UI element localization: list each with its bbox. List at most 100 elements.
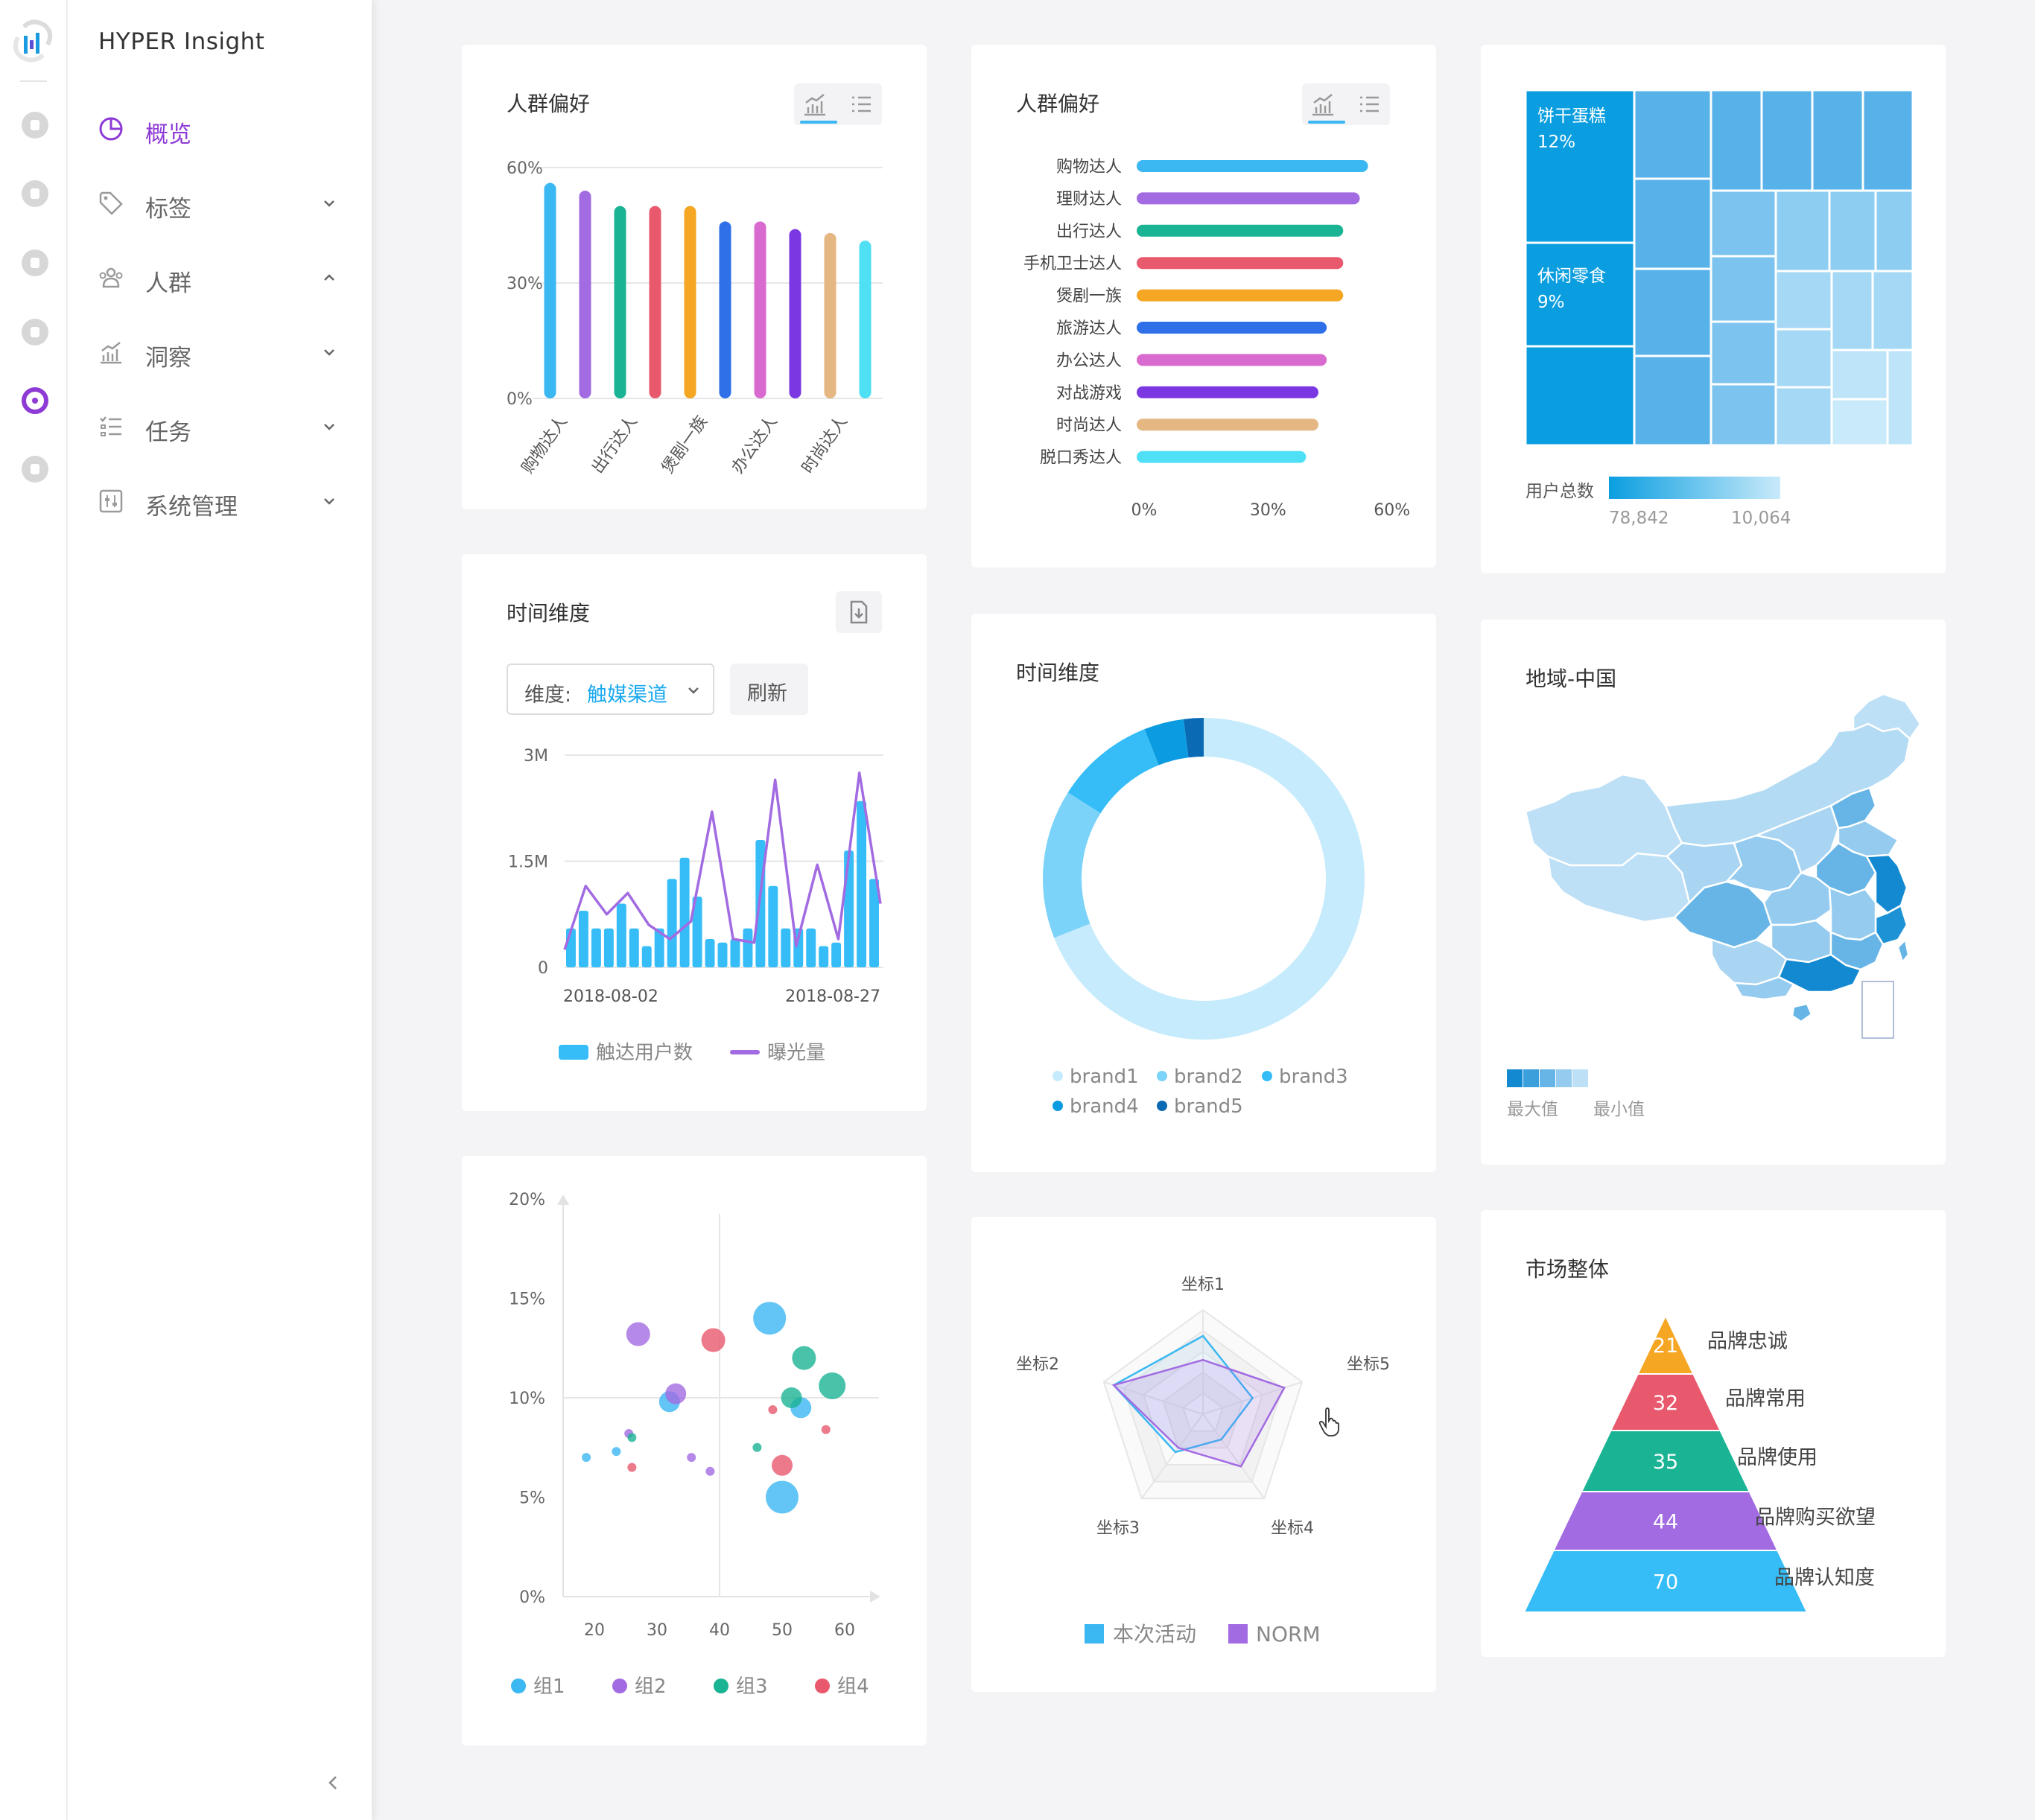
- download-icon: [850, 600, 868, 624]
- y-tick-label: 1.5M: [508, 853, 548, 872]
- bar-对战游戏: [789, 229, 801, 398]
- x-tick-label: 时尚达人: [799, 413, 851, 477]
- treemap-legend-min: 10,064: [1731, 509, 1791, 528]
- bar-reach-users: [705, 939, 715, 967]
- card-title: 地域-中国: [1526, 666, 1617, 691]
- refresh-button[interactable]: 刷新: [730, 664, 808, 715]
- y-tick-label: 3M: [524, 747, 548, 766]
- treemap-cell: [1830, 270, 1874, 351]
- legend-label: 组2: [635, 1676, 667, 1698]
- legend-marker: [714, 1679, 728, 1693]
- sidebar-item-overview[interactable]: 概览: [68, 103, 372, 155]
- map-region-jiangxi: [1828, 886, 1877, 941]
- list-view-icon[interactable]: [1356, 91, 1382, 118]
- bar-时尚达人: [1137, 419, 1318, 431]
- x-tick-label: 30%: [1250, 501, 1286, 520]
- y-category-label: 购物达人: [1056, 158, 1122, 176]
- funnel-label: 品牌使用: [1737, 1446, 1817, 1469]
- bar-reach-users: [743, 928, 753, 967]
- y-category-label: 办公达人: [1056, 351, 1122, 370]
- card-title: 时间维度: [507, 601, 591, 626]
- vertical-bar-chart: 0%30%60%购物达人出行达人煲剧一族办公达人时尚达人: [507, 159, 883, 477]
- funnel-value: 21: [1653, 1334, 1678, 1358]
- donut-slice-brand4: [1144, 719, 1189, 766]
- bubble-组4: [627, 1463, 637, 1472]
- legend-marker: [815, 1679, 830, 1693]
- legend-label: brand1: [1070, 1066, 1139, 1088]
- sidebar-item-insight[interactable]: 洞察: [68, 326, 372, 378]
- y-category-label: 脱口秀达人: [1040, 449, 1122, 468]
- bar-reach-users: [641, 946, 652, 967]
- rail-play-icon[interactable]: [22, 456, 48, 483]
- bar-办公达人: [1137, 354, 1327, 366]
- rail-analysis-icon[interactable]: [22, 249, 48, 276]
- legend-swatch: [1228, 1624, 1248, 1644]
- icon-rail: [0, 0, 67, 1820]
- donut-slice-brand3: [1067, 729, 1159, 814]
- legend-marker: [1053, 1101, 1063, 1111]
- treemap-chart: 饼干蛋糕 12% 休闲零食 9% 用户总数 78,842 10,064: [1524, 89, 1914, 528]
- x-tick-label: 60: [834, 1621, 855, 1640]
- active-view-indicator: [1308, 121, 1345, 124]
- y-category-label: 手机卫士达人: [1023, 255, 1122, 273]
- rail-search-icon[interactable]: [22, 319, 48, 346]
- dimension-select-value: 触媒渠道: [587, 684, 667, 707]
- rail-report-icon[interactable]: [22, 180, 48, 207]
- bubble-组2: [687, 1453, 696, 1463]
- treemap-cell: [1828, 189, 1877, 273]
- bar-reach-users: [768, 885, 778, 967]
- chart-view-icon[interactable]: [1309, 91, 1336, 118]
- refresh-button-label: 刷新: [747, 682, 787, 705]
- users-icon: [99, 267, 123, 288]
- collapse-sidebar-icon[interactable]: [324, 1771, 342, 1795]
- dimension-select[interactable]: 维度: 触媒渠道: [507, 664, 714, 715]
- sidebar-item-tags[interactable]: 标签: [68, 177, 372, 229]
- rail-insight-icon[interactable]: [22, 387, 48, 414]
- app-title: HYPER Insight: [98, 28, 265, 55]
- x-tick-label: 2018-08-27: [785, 987, 880, 1006]
- bar-理财达人: [579, 191, 591, 398]
- bar-购物达人: [1137, 160, 1368, 172]
- chevron-down-icon: [324, 498, 334, 505]
- list-view-icon[interactable]: [848, 91, 874, 118]
- treemap-cell: [1709, 320, 1777, 386]
- bubble-组3: [752, 1442, 762, 1452]
- sidebar-item-label: 标签: [145, 196, 191, 223]
- treemap-cell: [1886, 349, 1914, 447]
- south-sea-inset: [1861, 981, 1894, 1039]
- y-tick-label: 10%: [509, 1390, 545, 1408]
- bar-reach-users: [667, 879, 677, 967]
- rail-divider: [20, 80, 47, 82]
- bar-reach-users: [578, 911, 588, 967]
- download-button[interactable]: [836, 591, 882, 633]
- chevron-down-icon: [688, 687, 699, 694]
- bubble-组4: [821, 1425, 831, 1434]
- card-title: 人群偏好: [1016, 92, 1100, 116]
- legend-marker: [1157, 1101, 1167, 1111]
- radar-spoke: [1140, 1413, 1204, 1499]
- crowd-preference-horizontal-card: 人群偏好 购物达人理财达人出行达人手机卫士达人煲剧一族旅游达人办公达人对战游戏时…: [971, 45, 1436, 567]
- card-title: 时间维度: [1016, 661, 1100, 685]
- x-tick-label: 办公达人: [728, 413, 781, 477]
- bubble-组4: [772, 1454, 793, 1476]
- bar-出行达人: [1137, 224, 1344, 237]
- treemap-card: 饼干蛋糕 12% 休闲零食 9% 用户总数 78,842 10,064: [1481, 45, 1946, 573]
- sidebar-item-crowd[interactable]: 人群: [68, 252, 372, 304]
- treemap-cell: [1633, 177, 1712, 270]
- chart-view-icon[interactable]: [801, 91, 828, 118]
- legend-marker: [511, 1679, 526, 1693]
- legend-swatch: [1085, 1624, 1104, 1644]
- treemap-legend-gradient: [1609, 477, 1780, 499]
- bar-脱口秀达人: [859, 241, 872, 398]
- y-tick-label: 0%: [519, 1588, 545, 1607]
- tag-icon: [99, 191, 123, 215]
- sidebar-item-system[interactable]: 系统管理: [68, 475, 372, 527]
- bar-办公达人: [754, 221, 766, 398]
- rail-dashboard-icon[interactable]: [22, 112, 48, 139]
- map-region-northeast: [1852, 693, 1922, 778]
- sidebar-item-tasks[interactable]: 任务: [68, 401, 372, 453]
- treemap-cell: [1774, 270, 1833, 331]
